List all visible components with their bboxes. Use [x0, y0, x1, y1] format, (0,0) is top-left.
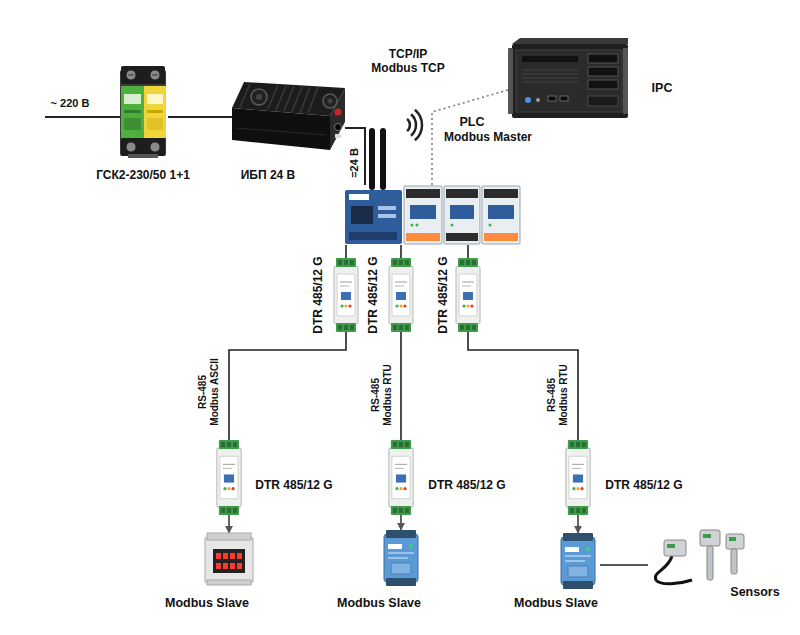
surge-protector: [120, 66, 166, 158]
cable-connector: [345, 128, 365, 185]
io-module: [384, 530, 595, 589]
device-box: DTR 485/12 G: [215, 440, 243, 515]
cable-connector: [600, 564, 648, 565]
device-box: DTR 485/12 G: [333, 258, 359, 332]
device-label: DTR 485/12 G: [437, 256, 451, 333]
cable-connector: [228, 515, 229, 533]
device-box: Modbus Slave: [383, 530, 419, 586]
cable-connector: [400, 245, 402, 258]
device-box: DTR 485/12 G: [455, 258, 481, 332]
device-label: DTR 485/12 G: [312, 256, 326, 333]
cable-connector: [229, 332, 346, 440]
device-label: PLC: [460, 115, 485, 129]
wireless-antenna: [369, 110, 422, 190]
cable-connector: [468, 332, 578, 440]
rs485-repeater: [217, 258, 590, 515]
cable-connector: [467, 245, 469, 258]
device-box: DTR 485/12 G: [564, 440, 592, 515]
cable-connector: [168, 116, 232, 118]
device-label: Sensors: [730, 585, 779, 599]
device-box: Modbus Slave: [556, 533, 600, 589]
device-label: Modbus Slave: [337, 596, 421, 610]
device-label: DTR 485/12 G: [605, 479, 682, 493]
device-label: ИБП 24 В: [241, 169, 296, 183]
device-label: Modbus Slave: [514, 596, 598, 610]
device-box: IPC: [508, 38, 628, 120]
device-box: Sensors: [648, 528, 745, 585]
voltage-label: ~ 220 В: [51, 97, 90, 110]
protocol-label: =24 В: [348, 148, 361, 178]
protocol-label: TCP/IP Modbus TCP: [367, 48, 449, 76]
device-label: ГСК2-230/50 1+1: [96, 169, 190, 183]
mains-wire: [45, 117, 120, 118]
energy-meter: [205, 533, 253, 585]
cable-connector: [400, 515, 401, 530]
device-label: DTR 485/12 G: [428, 479, 505, 493]
device-label: Modbus Master: [444, 131, 532, 145]
device-label: IPC: [652, 81, 673, 95]
device-box: DTR 485/12 G: [388, 258, 414, 332]
device-box: Modbus Slave: [203, 533, 255, 585]
sensor-probes: [655, 530, 744, 584]
industrial-pc: [508, 38, 628, 118]
device-box: PLCModbus Master: [345, 185, 520, 245]
device-box: ГСК2-230/50 1+1: [118, 66, 168, 158]
plc-controller: [345, 186, 520, 244]
ups-unit: [232, 82, 345, 150]
cable-connector: [400, 332, 402, 440]
cable-connector: [577, 515, 578, 533]
cable-connector: [345, 245, 347, 258]
device-label: Modbus Slave: [165, 596, 249, 610]
protocol-label: RS-485 Modbus RTU: [370, 359, 393, 431]
protocol-label: RS-485 Modbus RTU: [546, 359, 569, 431]
device-box: DTR 485/12 G: [387, 440, 415, 515]
protocol-label: RS-485 Modbus ASCII: [197, 356, 220, 428]
device-label: DTR 485/12 G: [255, 479, 332, 493]
device-label: DTR 485/12 G: [367, 256, 381, 333]
device-box: ИБП 24 В: [232, 82, 345, 150]
